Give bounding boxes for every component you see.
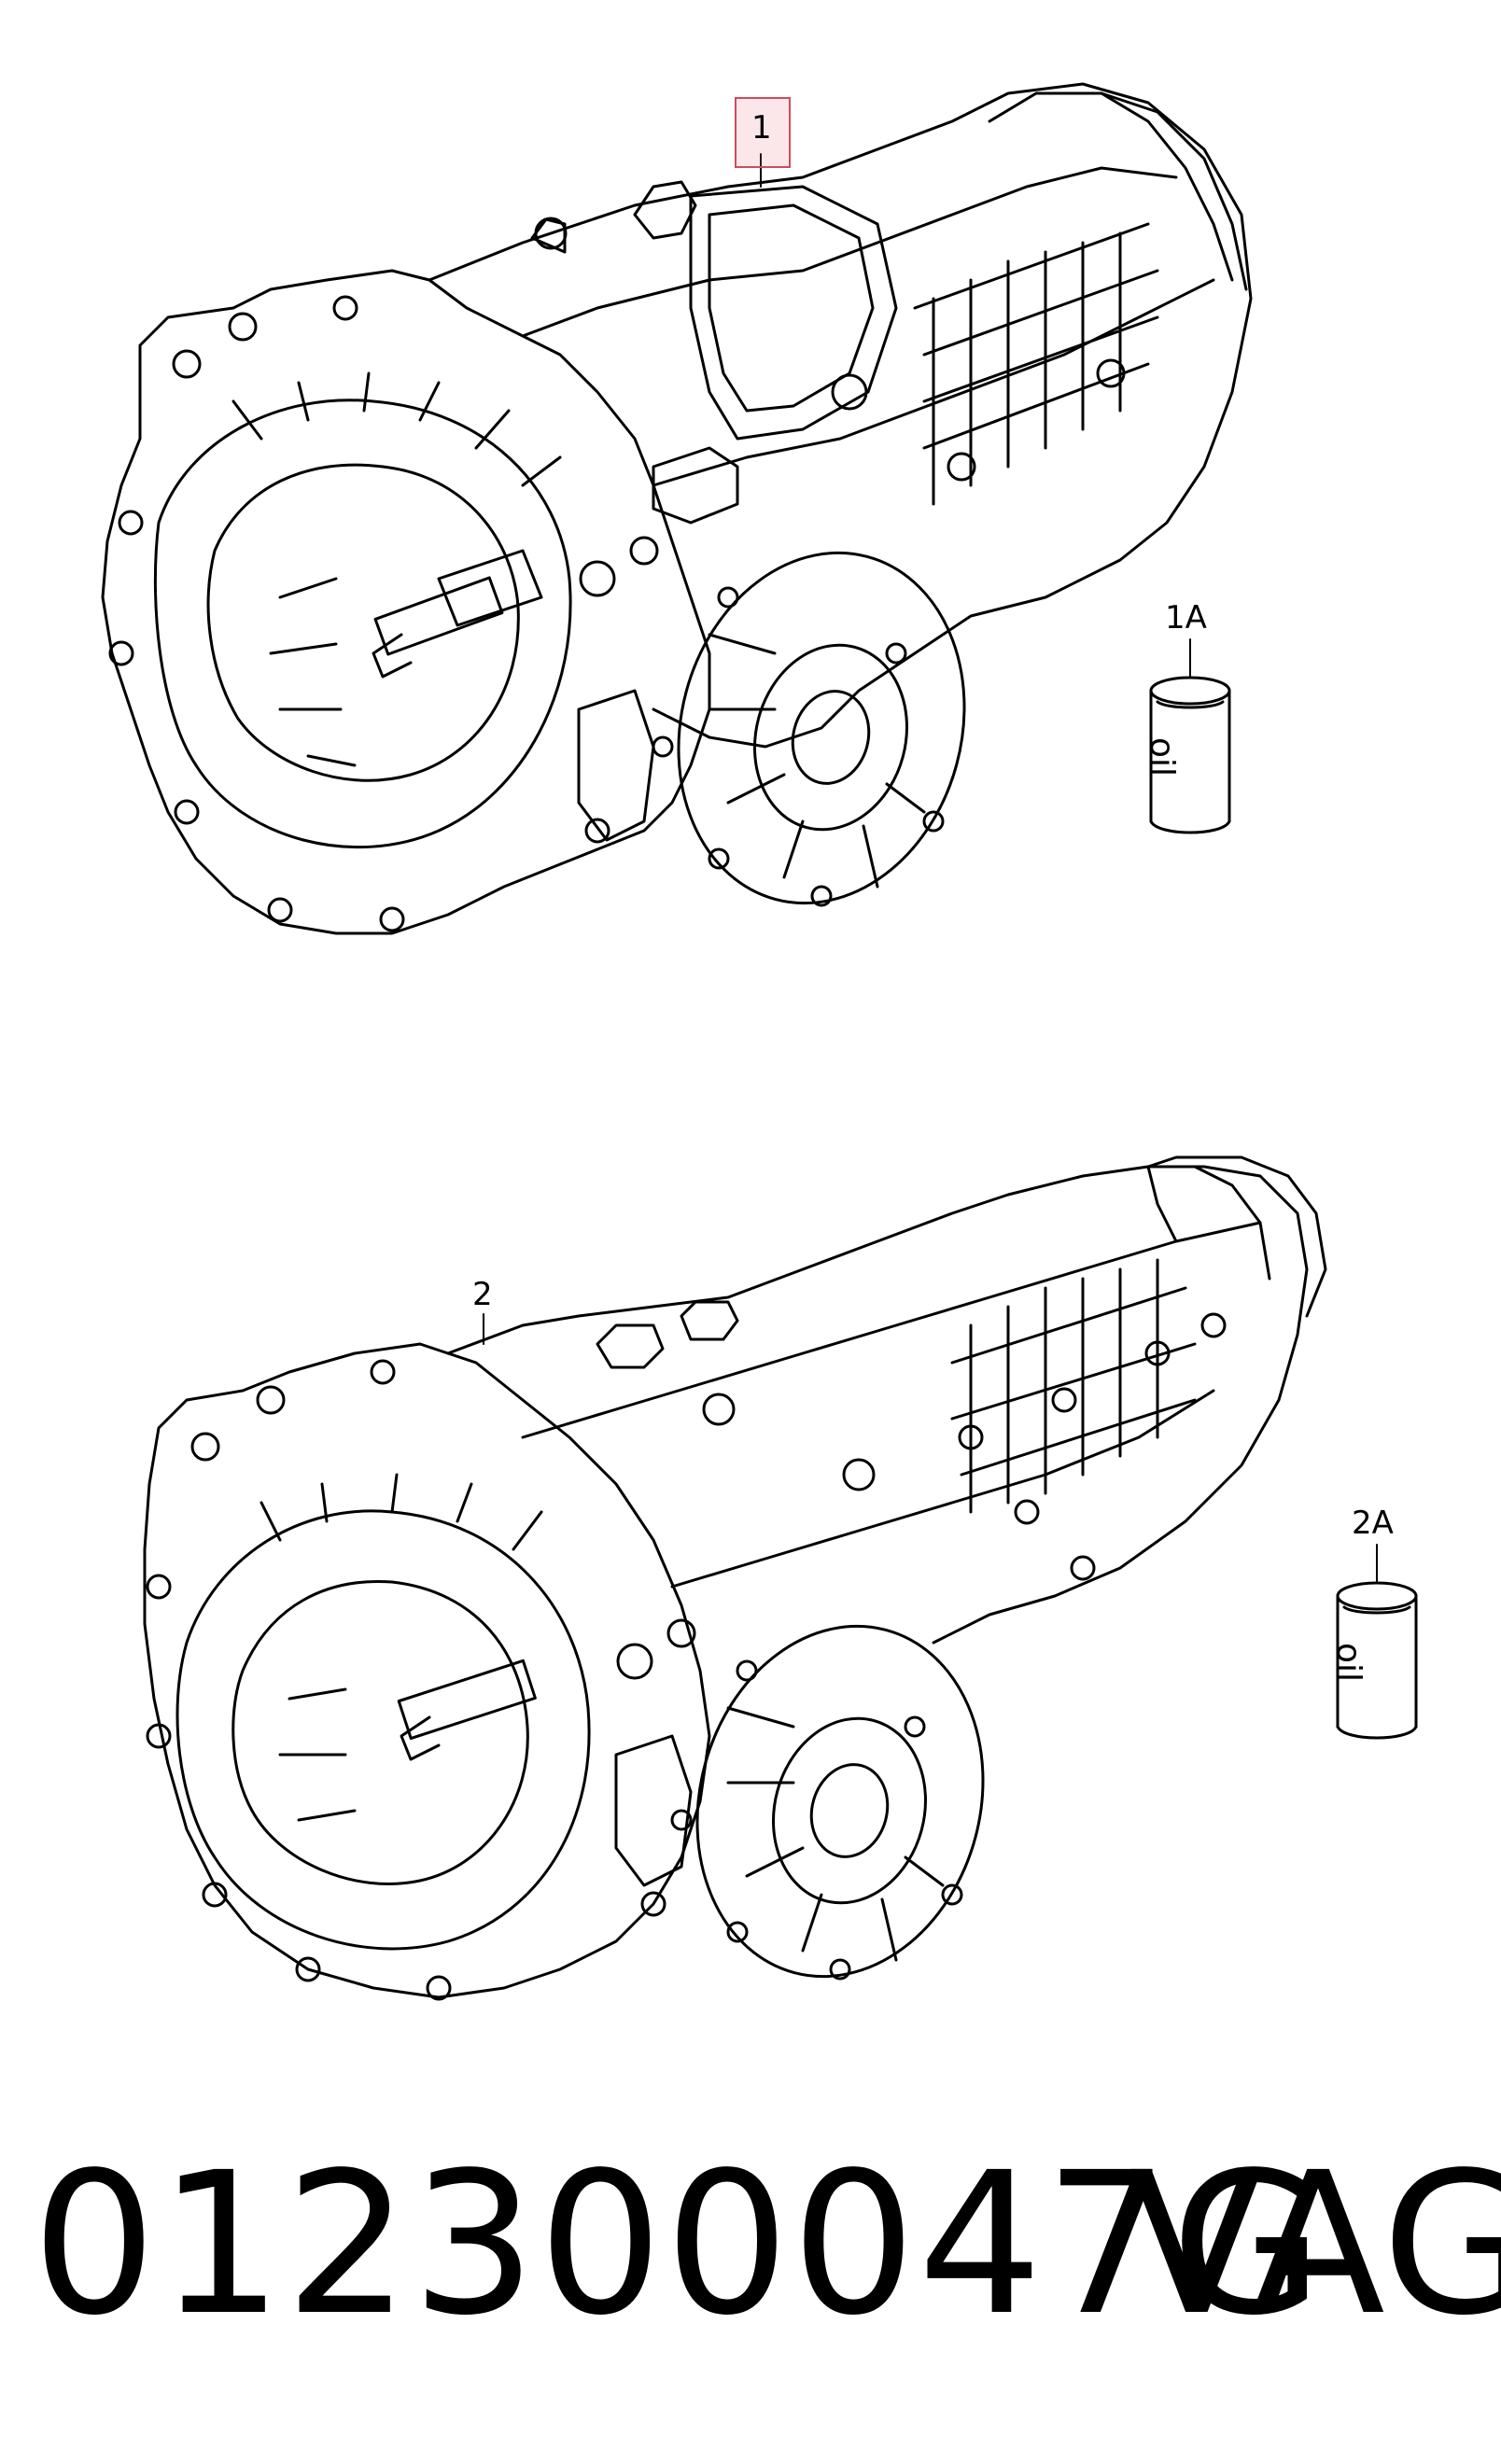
exploded-view-drawing [101,82,1418,2001]
part-number: 012300047G [32,2130,1326,2359]
transmission-2-case [446,1165,1309,1645]
brand-name: VAG [1129,2130,1501,2359]
callout-2a[interactable]: 2A [1352,1505,1394,1542]
transmission-1-output-flange [677,551,966,905]
transmission-1-bellhousing [101,269,711,935]
oil-can-2a-label: oil [1329,1643,1368,1683]
callout-1-highlight[interactable] [735,97,791,168]
transmission-2-bellhousing [143,1342,711,1999]
oil-can-1a-label: oil [1143,737,1181,777]
transmission-1-case [428,82,1253,749]
callout-1a[interactable]: 1A [1165,599,1207,637]
transmission-2-drawing [143,1155,1327,2001]
transmission-2-output-flange [695,1624,985,1979]
transmission-1-drawing [101,82,1253,935]
callout-2[interactable]: 2 [472,1276,493,1313]
callout-1[interactable]: 1 [751,109,772,147]
